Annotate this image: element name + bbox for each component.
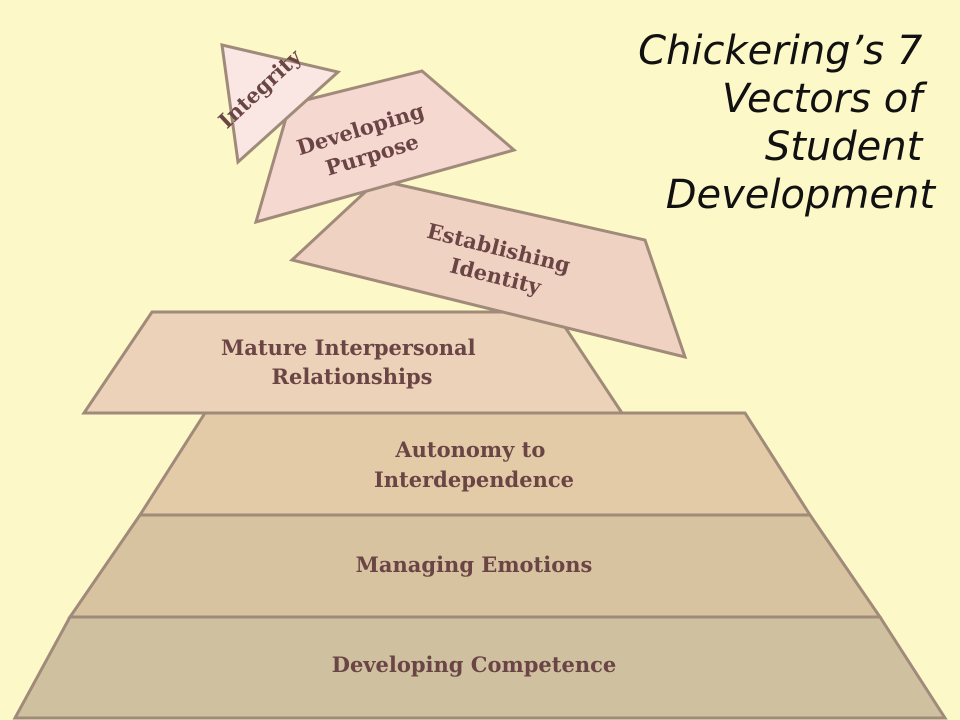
tier-label-managing-emotions: Managing Emotions [356,552,593,577]
tier-shape-autonomy [137,411,813,517]
diagram-title: Chickering’s 7 Vectors of Student Develo… [638,28,936,218]
tier-shape-integrity [220,43,342,166]
tier-label-autonomy: Autonomy to Interdependence [374,437,574,492]
tier-shape-developing-purpose [253,69,518,225]
tier-shape-mature-interpersonal [81,310,625,415]
tier-shape-establishing-identity [288,178,688,360]
tier-label-mature-interpersonal: Mature Interpersonal Relationships [221,335,483,389]
tier-label-developing-competence: Developing Competence [332,652,617,677]
